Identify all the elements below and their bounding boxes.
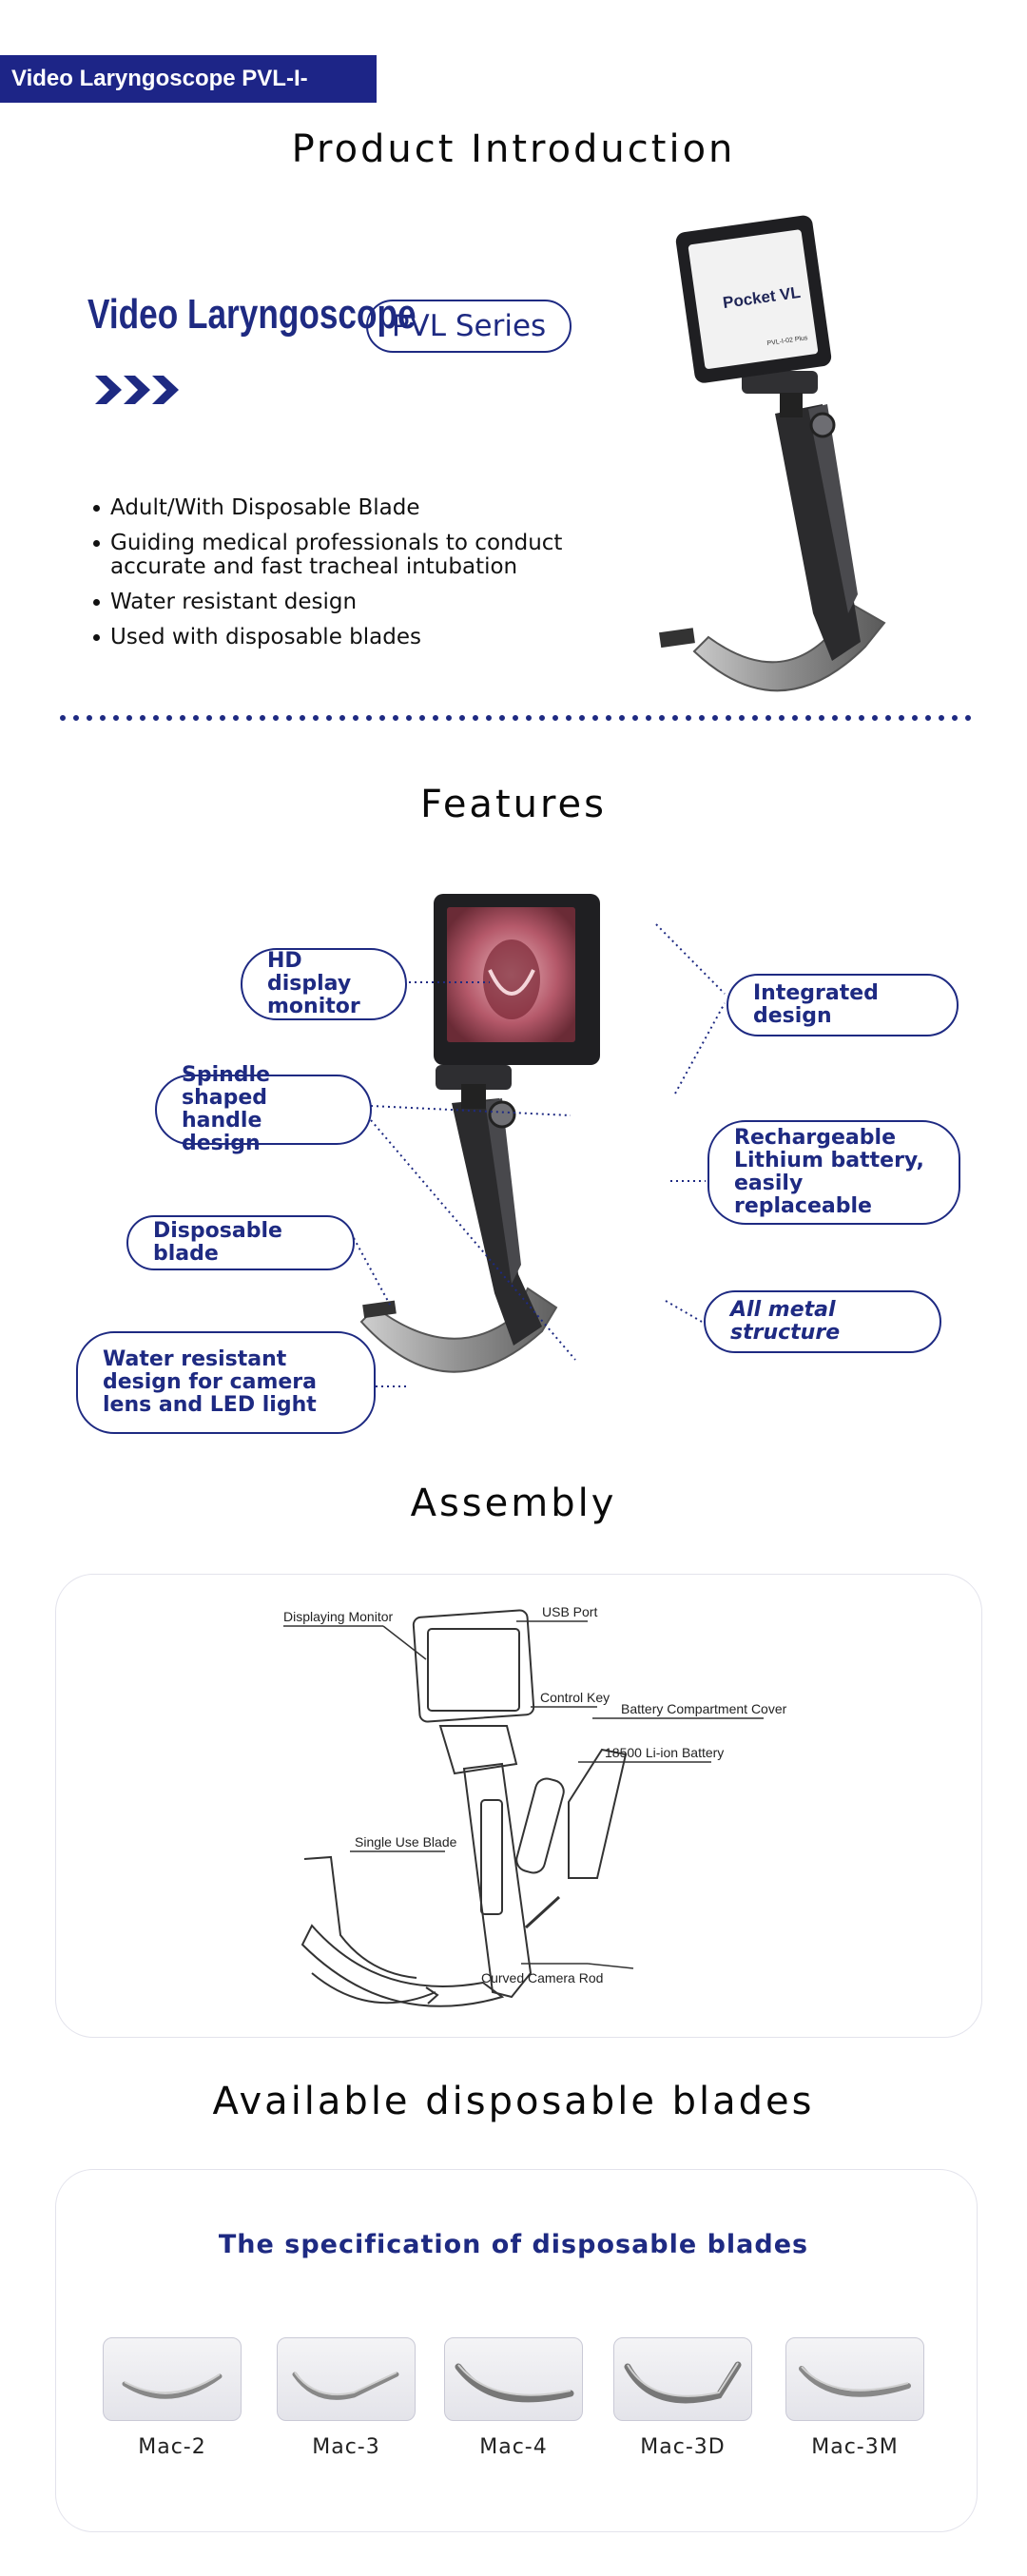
blades-spec-title: The specification of disposable blades [218, 2230, 809, 2259]
laryngoscope-product-image: Pocket VL PVL-I-02 Plus [659, 215, 886, 692]
feature-metal-structure: All metal structure [704, 1290, 941, 1353]
intro-bullet-list: Adult/With Disposable Blade Guiding medi… [91, 496, 624, 661]
feature-hd-display: HD display monitor [241, 948, 407, 1020]
assembly-label-battery: 18500 Li-ion Battery [605, 1745, 724, 1760]
feature-connector-lines [353, 923, 726, 1387]
assembly-label-usb: USB Port [542, 1604, 597, 1619]
intro-bullet: Adult/With Disposable Blade [91, 496, 624, 520]
blade-label: Mac-3D [640, 2435, 726, 2459]
blade-label: Mac-3M [811, 2435, 899, 2459]
assembly-label-cover: Battery Compartment Cover [621, 1701, 787, 1716]
blade-card-mac-3m [785, 2337, 924, 2421]
assembly-label-control: Control Key [540, 1690, 610, 1705]
intro-bullet: Used with disposable blades [91, 626, 624, 649]
series-badge: PVL Series [366, 300, 572, 353]
feature-rechargeable-battery: Rechargeable Lithium battery, easily rep… [707, 1120, 960, 1225]
assembly-label-monitor: Displaying Monitor [283, 1609, 393, 1624]
blade-label: Mac-4 [479, 2435, 548, 2459]
assembly-label-blade: Single Use Blade [355, 1834, 457, 1850]
intro-bullet: Guiding medical professionals to conduct… [91, 532, 624, 579]
section-title-introduction: Product Introduction [291, 127, 736, 171]
blade-image [624, 2361, 742, 2404]
blade-image [122, 2373, 223, 2399]
blade-image [455, 2363, 574, 2403]
section-title-features: Features [420, 783, 607, 826]
blade-image [799, 2366, 911, 2397]
feature-disposable-blade: Disposable blade [126, 1215, 355, 1270]
series-name: Video Laryngoscope [87, 291, 417, 338]
feature-integrated-design: Integrated design [727, 974, 959, 1036]
laryngoscope-features-image [359, 894, 600, 1373]
feature-water-resistant: Water resistant design for camera lens a… [76, 1331, 376, 1434]
section-title-assembly: Assembly [410, 1482, 617, 1525]
assembly-diagram: Displaying Monitor USB Port Control Key … [283, 1604, 787, 2007]
blade-card-mac-3d [613, 2337, 752, 2421]
blade-label: Mac-2 [138, 2435, 206, 2459]
feature-spindle-handle: Spindle shaped handle design [155, 1064, 372, 1155]
product-model-tag: Video Laryngoscope PVL-I-02Plus [0, 55, 377, 139]
triple-chevron-icon [95, 376, 179, 404]
blade-card-mac-2 [103, 2337, 242, 2421]
dotted-divider [60, 715, 979, 721]
blade-card-mac-4 [444, 2337, 583, 2421]
section-title-blades: Available disposable blades [212, 2080, 815, 2123]
blade-card-mac-3 [277, 2337, 416, 2421]
intro-bullet: Water resistant design [91, 591, 624, 614]
blade-image [292, 2372, 399, 2400]
blade-label: Mac-3 [312, 2435, 380, 2459]
assembly-label-rod: Curved Camera Rod [481, 1970, 603, 1985]
